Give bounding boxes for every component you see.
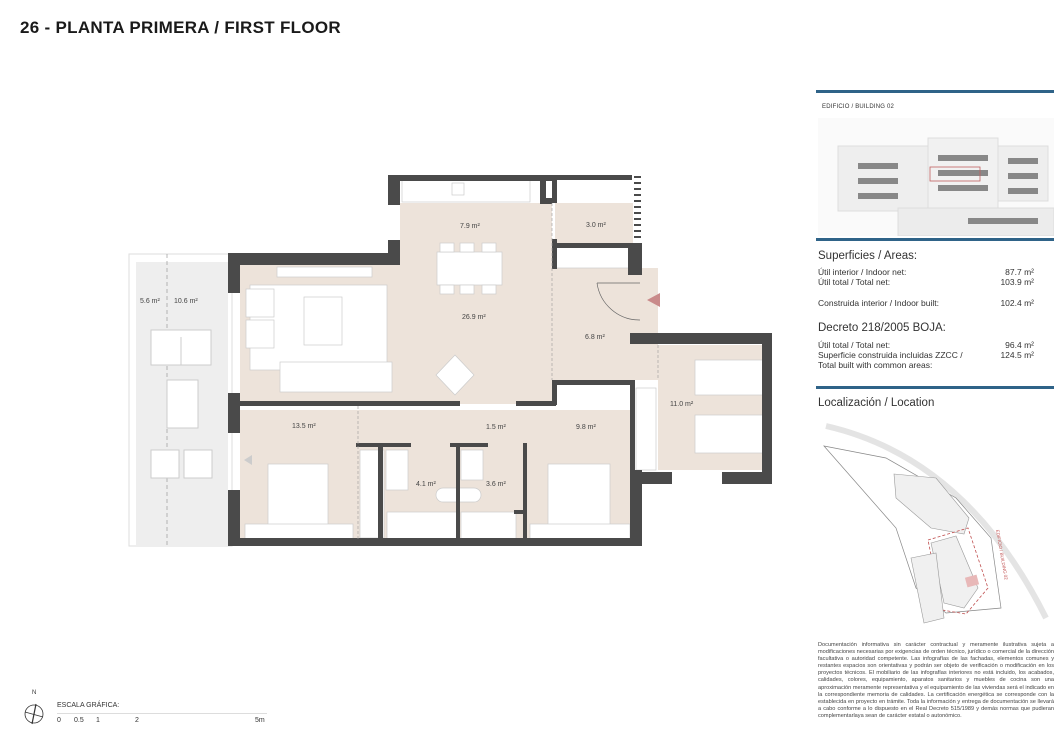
area-terrace-left: 5.6 m² (140, 298, 161, 305)
decree-heading: Decreto 218/2005 BOJA: (818, 322, 946, 334)
page-title: 26 - PLANTA PRIMERA / FIRST FLOOR (20, 18, 341, 37)
building-render (818, 118, 1054, 236)
area-row-total-net: Útil total / Total net:103.9 m² (818, 277, 1034, 287)
area-bedroom-2: 9.8 m² (576, 424, 597, 431)
area-bedroom-3: 11.0 m² (670, 401, 694, 408)
area-living: 26.9 m² (462, 314, 486, 321)
scale-tick-2: 2 (135, 717, 139, 724)
location-heading: Localización / Location (818, 397, 935, 409)
scale-tick-5m: 5m (255, 717, 265, 724)
scale-tick-0: 0 (57, 717, 61, 724)
area-laundry: 3.0 m² (586, 222, 607, 229)
scale-tick-0-5: 0.5 (74, 717, 84, 724)
walls (228, 175, 772, 546)
divider-top (816, 90, 1054, 93)
area-master-bedroom: 13.5 m² (292, 423, 316, 430)
decree-row-total-net: Útil total / Total net:96.4 m² (818, 340, 1034, 350)
disclaimer-text: Documentación informativa sin carácter c… (818, 642, 1054, 719)
furniture (244, 179, 772, 541)
decree-row-total-built: Superficie construida incluidas ZZCC /12… (818, 350, 1034, 360)
area-kitchen: 7.9 m² (460, 223, 481, 230)
floor-plan: 5.6 m² 10.6 m² 7.9 m² 3.0 m² 26.9 m² 6.8… (128, 175, 772, 547)
scale-tick-1: 1 (96, 717, 100, 724)
scale-title: ESCALA GRÁFICA: (57, 702, 120, 709)
decree-row-total-built-en: Total built with common areas: (818, 360, 933, 370)
compass-icon (24, 703, 44, 725)
building-label: EDIFICIO / BUILDING 02 (822, 104, 895, 110)
area-row-indoor-net: Útil interior / Indoor net:87.7 m² (818, 267, 1034, 277)
scale-bar (57, 713, 267, 714)
areas-heading: Superficies / Areas: (818, 250, 918, 262)
terrace (128, 253, 233, 547)
area-bathroom-1: 4.1 m² (416, 481, 437, 488)
area-corridor: 1.5 m² (486, 424, 507, 431)
area-entrance: 6.8 m² (585, 334, 606, 341)
divider-location (816, 386, 1054, 389)
location-map: EDIFICIO / BUILDING 02 (823, 423, 1049, 624)
railing (634, 176, 641, 238)
entrance-marker-icon (647, 293, 660, 307)
entrance-door (596, 282, 641, 321)
window-marker-icon (244, 455, 252, 465)
room-labels: 5.6 m² 10.6 m² 7.9 m² 3.0 m² 26.9 m² 6.8… (140, 222, 694, 488)
area-terrace-right: 10.6 m² (174, 298, 198, 305)
compass-north-label: N (32, 690, 37, 696)
area-bathroom-2: 3.6 m² (486, 481, 507, 488)
divider-areas (816, 238, 1054, 241)
area-row-indoor-built: Construida interior / Indoor built:102.4… (818, 298, 1034, 308)
